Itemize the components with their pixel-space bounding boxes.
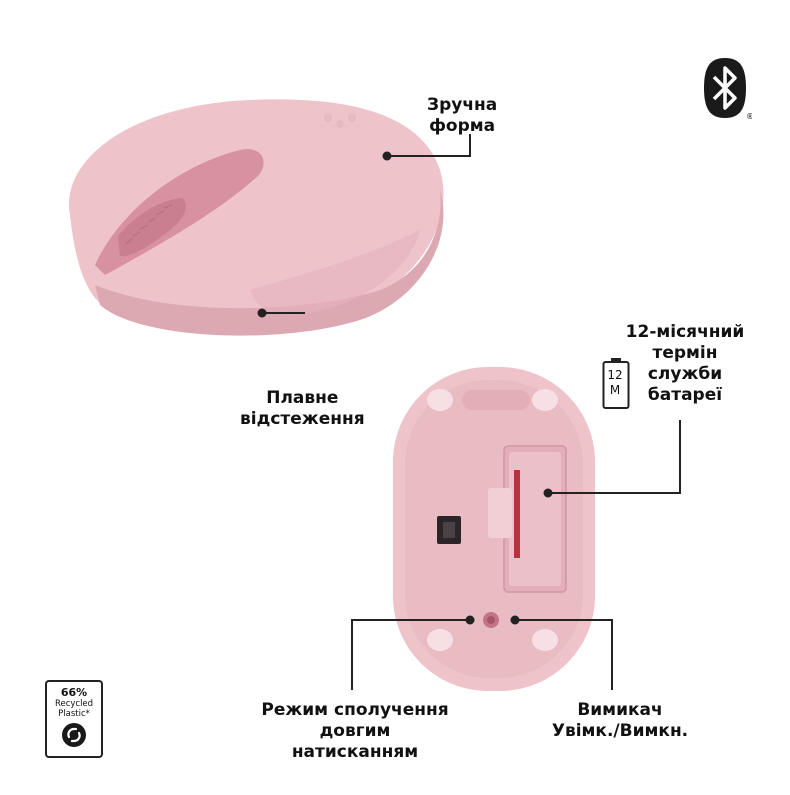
mouse-top-view [69, 99, 444, 336]
callout-tracking: Плавне відстеження [240, 388, 365, 430]
recycled-label: Recycled [54, 699, 94, 709]
callout-tracking-line2: відстеження [240, 409, 365, 429]
callout-power-line1: Вимикач [577, 700, 663, 720]
callout-pairing-line3: натисканням [291, 742, 419, 762]
plastic-label: Plastic* [58, 709, 90, 719]
callout-power: Вимикач Увімк./Вимкн. [545, 700, 695, 742]
callout-battery-line1: 12-місячний [625, 322, 745, 342]
callout-tracking-line1: Плавне [266, 388, 339, 408]
callout-battery-line4: батареї [647, 385, 723, 405]
battery-label-unit: M [609, 383, 621, 397]
callout-battery-line2: термін [652, 343, 718, 363]
recycled-percent: 66% [60, 686, 88, 699]
bluetooth-icon: ® [704, 58, 752, 121]
callout-dots [257, 151, 553, 625]
callout-battery-line3: служби [647, 364, 723, 384]
mouse-bottom-view [393, 367, 595, 691]
callout-leaders [262, 134, 681, 690]
callout-power-line2: Увімк./Вимкн. [551, 721, 689, 741]
recycled-plastic-badge: 66% Recycled Plastic* [45, 680, 103, 758]
battery-icon [602, 358, 630, 409]
callout-shape-line2: форма [429, 116, 496, 136]
callout-battery: 12-місячний термін служби батареї [620, 322, 750, 406]
callout-pairing-line2: довгим [319, 721, 391, 741]
callout-shape-line1: Зручна [427, 95, 498, 115]
registered-mark: ® [746, 112, 752, 121]
battery-label-number: 12 [607, 368, 623, 382]
recycle-icon [62, 723, 86, 747]
callout-pairing: Режим сполучення довгим натисканням [255, 700, 455, 763]
callout-shape: Зручна форма [427, 95, 497, 137]
callout-pairing-line1: Режим сполучення [261, 700, 449, 720]
battery-label: 12 M [604, 368, 626, 398]
